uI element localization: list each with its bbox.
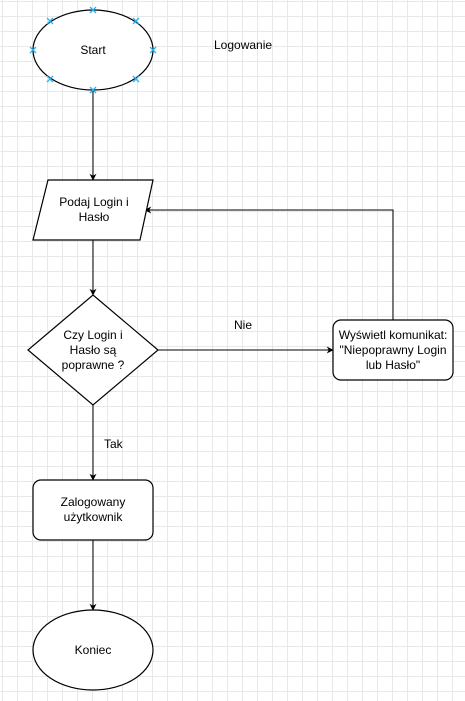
node-end-shape[interactable] <box>32 609 154 691</box>
selection-handle[interactable] <box>46 17 54 25</box>
node-error-shape[interactable] <box>332 319 454 381</box>
node-start-label: Start <box>80 42 106 57</box>
selection-handle[interactable] <box>46 75 54 83</box>
node-input-label: Podaj Login i Hasło <box>59 195 129 224</box>
edge-label-nie[interactable]: Nie <box>234 318 253 332</box>
node-logged-in-label: Zalogowany użytkownik <box>60 495 126 524</box>
node-decision-label: Czy Login i Hasło są poprawne ? <box>61 327 125 372</box>
selection-handle[interactable] <box>132 75 140 83</box>
node-decision-shape[interactable] <box>27 294 159 406</box>
selection-handle[interactable] <box>89 6 97 14</box>
selection-handle[interactable] <box>149 46 157 54</box>
selection-handle[interactable] <box>89 86 97 94</box>
selection-handle[interactable] <box>132 17 140 25</box>
edge-label-tak[interactable]: Tak <box>104 437 123 451</box>
selection-handle[interactable] <box>29 46 37 54</box>
edge-error-to-input[interactable] <box>144 206 394 320</box>
diagram-title[interactable]: Logowanie <box>214 38 273 52</box>
node-input-shape[interactable] <box>32 179 154 241</box>
node-end-label: Koniec <box>74 642 112 657</box>
selection-handles[interactable] <box>29 6 157 94</box>
node-error-label: Wyświetl komunikat: "Niepoprawny Login l… <box>338 327 448 372</box>
node-logged-in-shape[interactable] <box>32 479 154 541</box>
